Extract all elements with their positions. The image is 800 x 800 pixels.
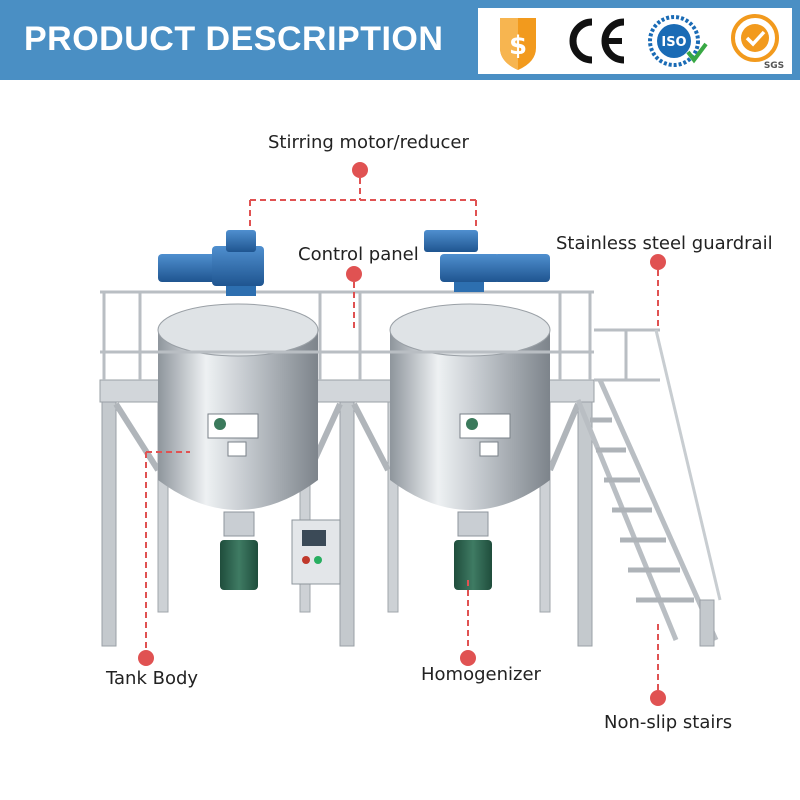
callout-dot-stirring-motor [352, 162, 368, 178]
label-tank-body: Tank Body [106, 668, 199, 689]
stirring-motor-right [424, 230, 550, 292]
label-control-panel: Control panel [298, 244, 419, 265]
label-guardrail: Stainless steel guardrail [556, 233, 773, 254]
svg-text:$: $ [509, 31, 527, 61]
homogenizer-right [454, 511, 492, 590]
control-cabinet [291, 519, 341, 585]
iso-badge-icon: ISO [648, 15, 708, 67]
label-homogenizer: Homogenizer [421, 664, 541, 685]
sgs-badge-icon: SGS [731, 14, 784, 71]
callout-dot-homogenizer [460, 650, 476, 666]
guardrail [100, 290, 660, 382]
label-stirring-motor: Stirring motor/reducer [268, 132, 469, 153]
homogenizer-left [220, 511, 258, 590]
stairs [575, 329, 722, 647]
callout-dot-stairs [650, 690, 666, 706]
header-banner: PRODUCT DESCRIPTION $ ISO SGS [0, 0, 800, 80]
page-title: PRODUCT DESCRIPTION [24, 20, 444, 58]
trade-assurance-shield-icon: $ [500, 18, 536, 70]
callout-dot-control-panel [346, 266, 362, 282]
label-stairs: Non-slip stairs [604, 712, 733, 733]
ce-mark-icon [569, 18, 625, 64]
stirring-motor-left [158, 230, 264, 296]
callout-dot-tank-body [138, 650, 154, 666]
callout-dot-guardrail [650, 254, 666, 270]
certification-badges: $ ISO SGS [478, 8, 792, 74]
sgs-text: SGS [764, 61, 784, 71]
tank-left [157, 303, 319, 510]
tank-right [389, 303, 551, 510]
iso-text: ISO [661, 35, 686, 50]
